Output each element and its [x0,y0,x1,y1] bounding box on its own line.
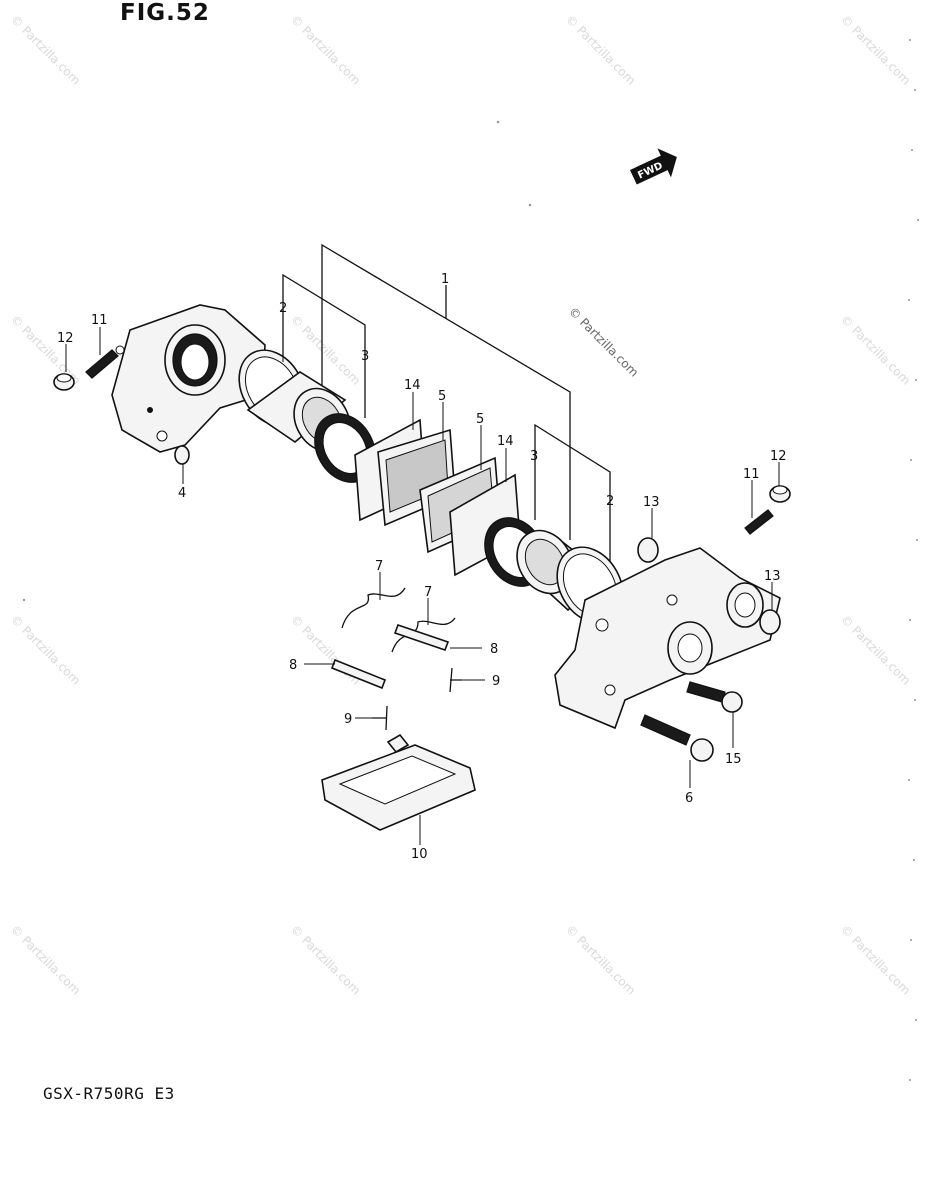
pin-clip-right [449,667,462,693]
callout-6: 6 [685,791,693,806]
caliper-body-left [111,304,266,453]
watermark-text: © Partzilla.com [288,922,363,997]
callout-8-right: 8 [490,642,498,657]
bleeder-cap-left [53,373,75,391]
callout-13-side: 13 [764,569,781,584]
callout-7-left: 7 [375,559,383,574]
watermark-text: © Partzilla.com [8,922,83,997]
watermark-text: © Partzilla.com [838,922,913,997]
callout-4: 4 [178,486,186,501]
watermark-text: © Partzilla.com [838,12,913,87]
callout-2-left: 2 [279,301,287,316]
watermark-text: © Partzilla.com [838,312,913,387]
callout-5-right: 5 [476,412,484,427]
scan-margin-specks [22,39,919,1081]
pad-pin-left [330,658,387,690]
leader-lines [65,313,780,845]
watermark-text: © Partzilla.com [566,304,641,379]
callout-8-left: 8 [289,658,297,673]
washer-4 [174,445,190,465]
model-code-label: GSX-R750RG E3 [43,1084,175,1103]
bleeder-cap-right [769,485,791,503]
forward-arrow-icon: FWD [630,148,677,185]
bolt-15 [686,681,743,713]
callout-1: 1 [441,272,449,287]
watermark-text: © Partzilla.com [8,612,83,687]
pad-pin-right [393,623,450,652]
pad-spring-right [391,617,456,653]
bleeder-screw-left [85,345,125,379]
callout-12-left: 12 [57,331,74,346]
callout-labels: 1 2 3 4 5 5 14 14 3 2 11 12 11 12 13 13 … [57,272,787,862]
bolt-6 [640,714,714,762]
callout-2-right: 2 [606,494,614,509]
callout-3-right: 3 [530,449,538,464]
callout-9-left: 9 [344,712,352,727]
o-ring-13-side [759,609,781,635]
callout-14-left: 14 [404,378,421,393]
callout-11-right: 11 [743,467,760,482]
o-ring-13-top [637,537,659,563]
callout-12-right: 12 [770,449,787,464]
pad-spring-left [341,587,406,629]
watermark-text: © Partzilla.com [8,12,83,87]
pin-clip-left [372,705,388,731]
callout-10: 10 [411,847,428,862]
callout-7-right: 7 [424,585,432,600]
watermark-text: © Partzilla.com [563,12,638,87]
pad-cover-10 [321,733,476,831]
bleeder-screw-right [744,509,774,535]
callout-5-left: 5 [438,389,446,404]
watermark-text: © Partzilla.com [288,12,363,87]
callout-9-right: 9 [492,674,500,689]
callout-15: 15 [725,752,742,767]
callout-11-left: 11 [91,313,108,328]
callout-14-right: 14 [497,434,514,449]
callout-3-left: 3 [361,349,369,364]
caliper-body-right [554,547,781,730]
figure-title: FIG.52 [120,0,210,26]
callout-13-top: 13 [643,495,660,510]
watermark-text: © Partzilla.com [563,922,638,997]
watermark-text: © Partzilla.com [838,612,913,687]
